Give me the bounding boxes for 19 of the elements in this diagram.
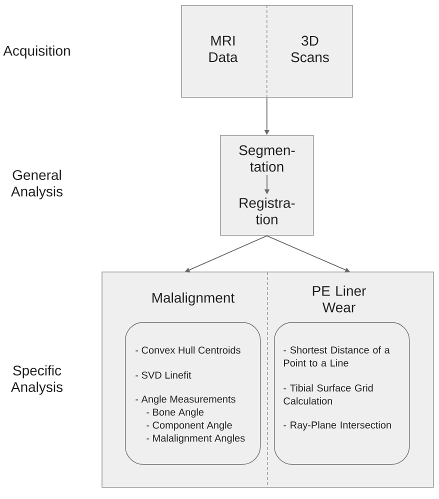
panel-heading: PE Liner Wear	[312, 286, 366, 312]
box-label: MRI Data	[209, 36, 238, 62]
list-item: - Ray-Plane Intersection	[284, 421, 391, 431]
list-item: - Angle Measurements	[136, 395, 236, 405]
panel-heading: Malalignment	[152, 292, 234, 306]
stage-label: Specific Analysis	[10, 365, 63, 395]
box-label: 3D Scans	[291, 36, 329, 62]
stage-label: General Analysis	[10, 170, 63, 200]
list-item: - Convex Hull Centroids	[136, 346, 240, 354]
process-box	[220, 135, 314, 236]
step-label: Registra- tion	[240, 198, 295, 224]
step-label: Segmen- tation	[239, 145, 295, 172]
list-item: - Component Angle	[146, 421, 232, 431]
list-item: - SVD Linefit	[136, 371, 192, 379]
stage-label: Acquisition	[3, 45, 70, 59]
list-item: - Bone Angle	[146, 408, 204, 418]
list-item: - Tibial Surface Grid Calculation	[284, 384, 373, 405]
list-item: - Malalignment Angles	[146, 434, 245, 444]
list-item: - Shortest Distance of a Point to a Line	[284, 346, 390, 367]
